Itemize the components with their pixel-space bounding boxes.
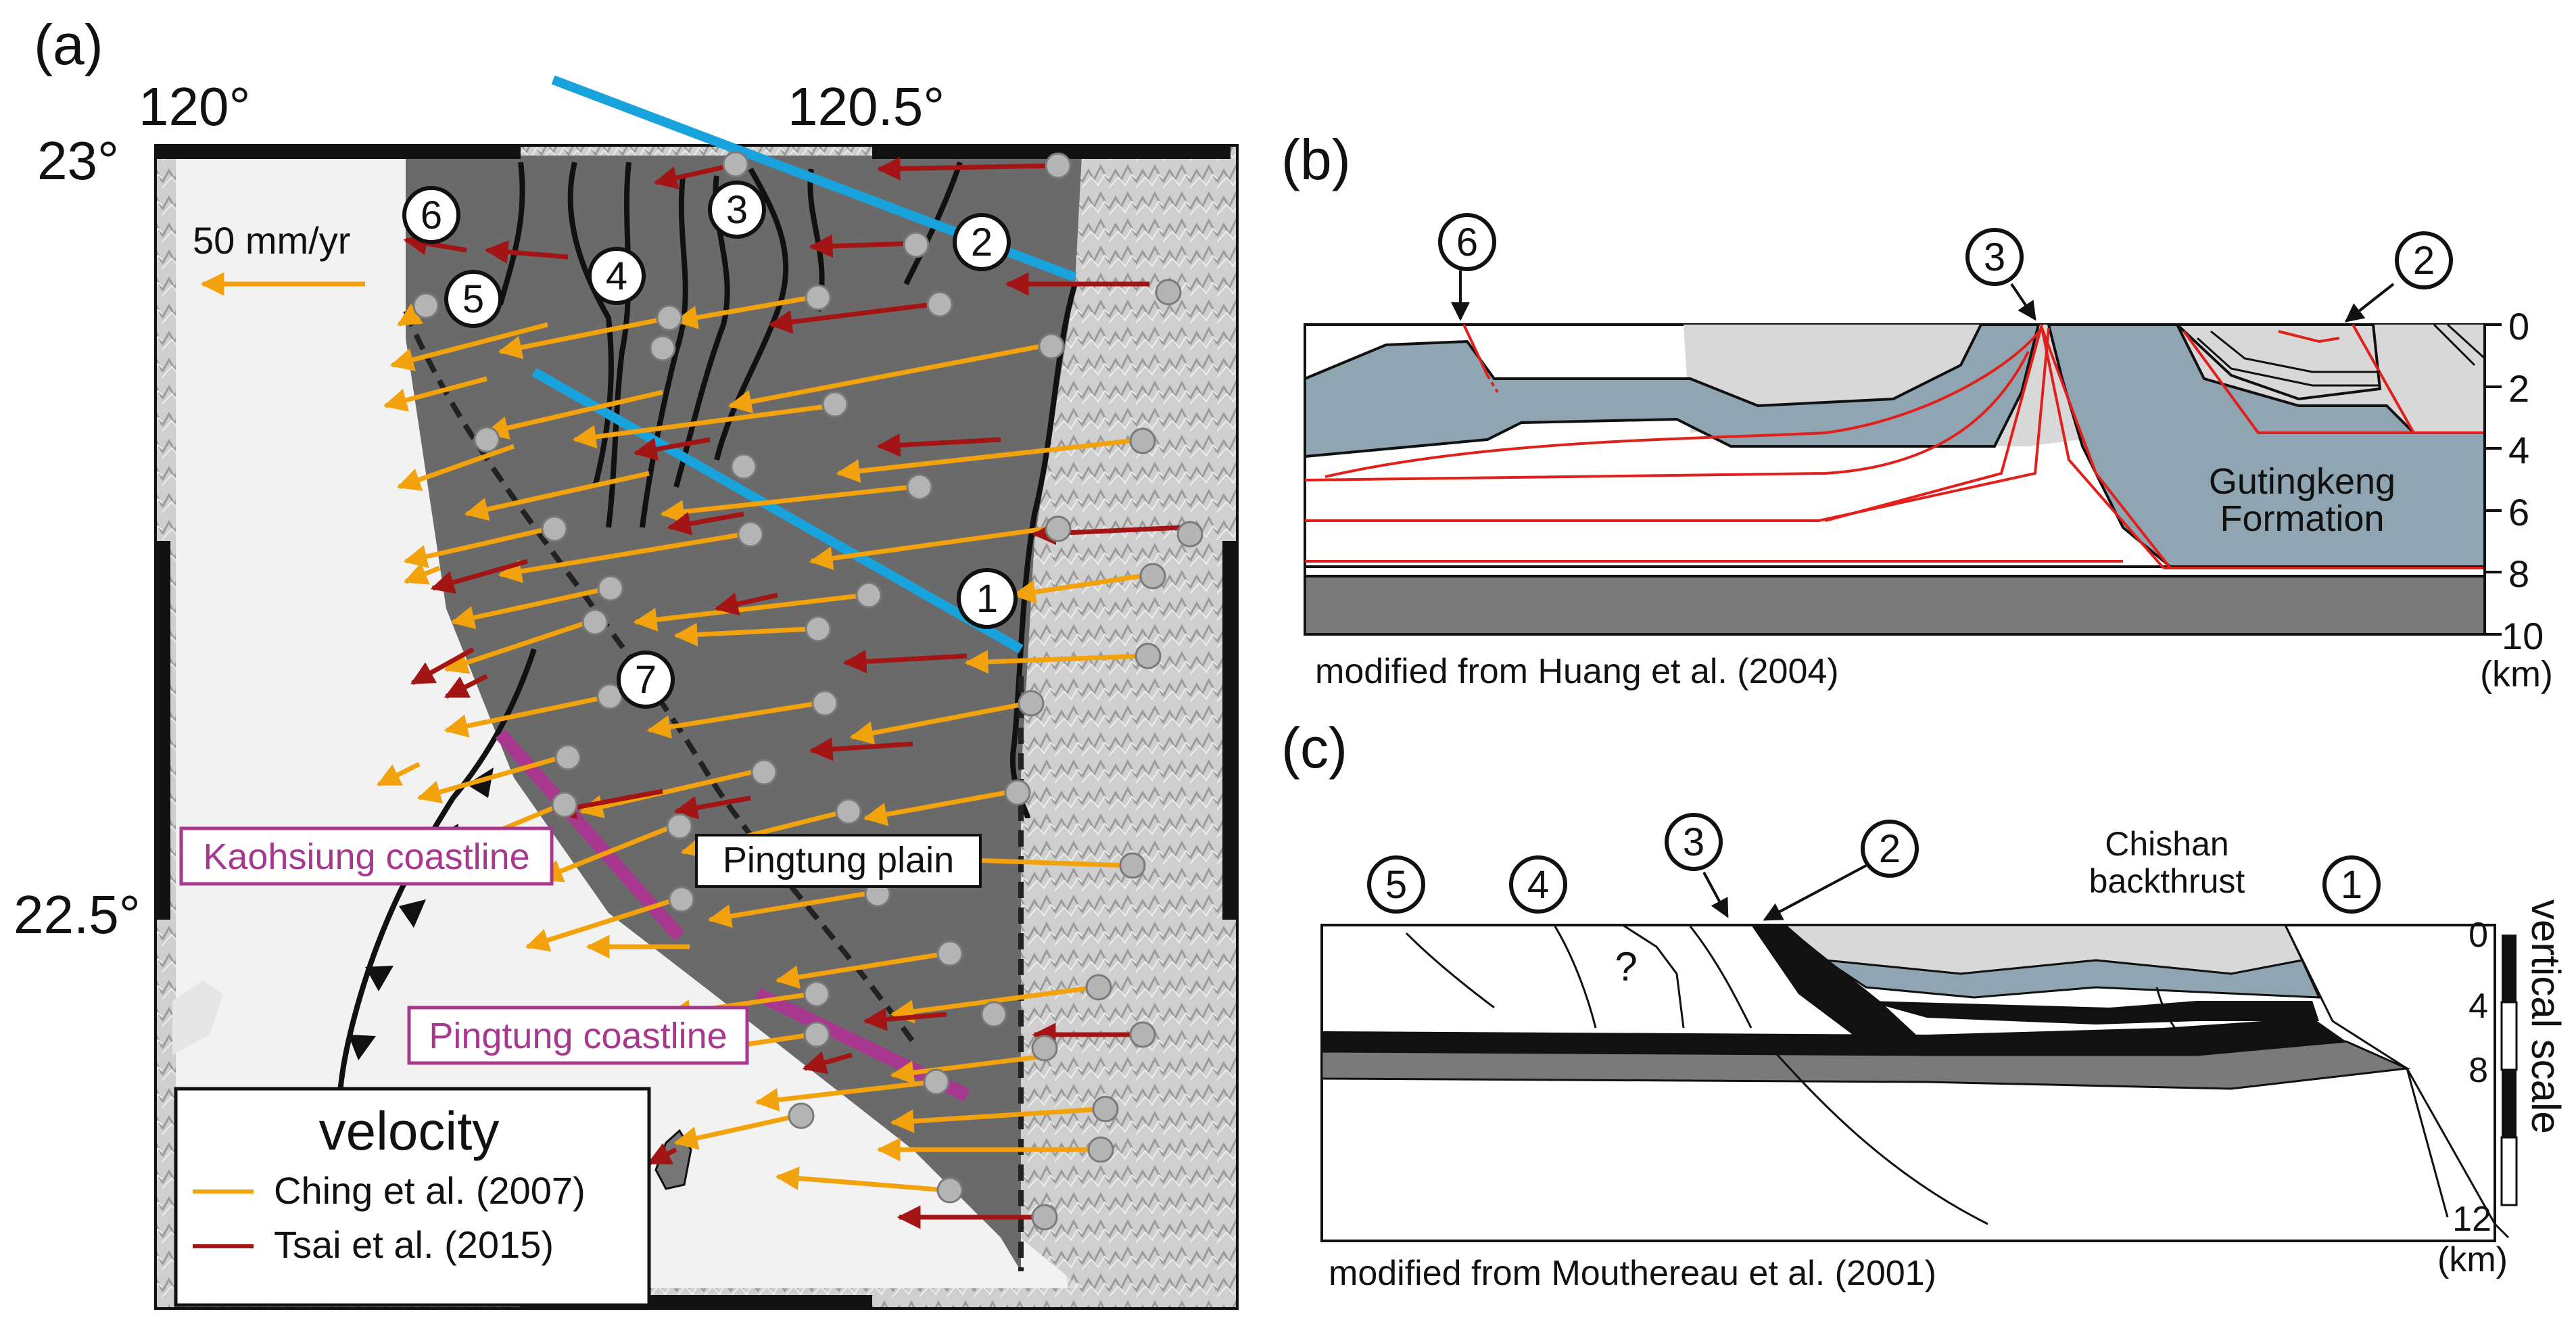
- panel-b: (b): [1281, 128, 2553, 694]
- svg-text:1: 1: [976, 577, 998, 621]
- depth-unit-b: (km): [2480, 654, 2553, 694]
- section-c-marker-1: 1: [2322, 855, 2381, 914]
- profile-line-c: [531, 367, 1024, 654]
- section-c: [1320, 924, 2510, 1242]
- chishan-label-2: backthrust: [2089, 862, 2245, 900]
- section-b-marker-3: 3: [1965, 228, 2036, 321]
- gps-stations: [412, 151, 1203, 1231]
- credit-b: modified from Huang et al. (2004): [1315, 652, 1839, 691]
- map-marker-1: 1: [957, 568, 1018, 629]
- question-mark: ?: [1615, 944, 1637, 989]
- depth-tick-10: 10: [2502, 615, 2544, 657]
- map-marker-4: 4: [588, 247, 646, 305]
- kaohsiung-coastline-label: Kaohsiung coastline: [179, 826, 554, 886]
- panel-a-label: (a): [34, 13, 103, 76]
- pingtung-plain-label: Pingtung plain: [695, 834, 982, 888]
- map-marker-3: 3: [708, 181, 766, 239]
- svg-text:5: 5: [1385, 863, 1407, 907]
- svg-text:6: 6: [421, 193, 442, 237]
- svg-text:5: 5: [462, 277, 484, 321]
- svg-text:4: 4: [606, 254, 627, 298]
- velocity-legend: velocity Ching et al. (2007) Tsai et al.…: [174, 1087, 651, 1307]
- svg-text:6: 6: [1456, 220, 1478, 264]
- map-marker-6: 6: [402, 186, 460, 244]
- svg-text:3: 3: [726, 188, 748, 232]
- panel-c: (c): [1281, 716, 2569, 1293]
- lat-label-22-5: 22.5°: [14, 885, 141, 945]
- lon-label-120-5: 120.5°: [788, 76, 945, 137]
- section-c-marker-2: 2: [1763, 820, 1919, 921]
- map-markers: 1 2 3 4 5 6 7: [402, 181, 1018, 709]
- panel-b-label: (b): [1281, 128, 1351, 191]
- map-marker-5: 5: [444, 270, 502, 328]
- svg-text:2: 2: [1879, 827, 1901, 871]
- panel-a: (a) 120° 120.5° 23° 22.5°: [14, 13, 1239, 1310]
- svg-text:7: 7: [635, 658, 657, 702]
- scale-label: 50 mm/yr: [193, 219, 350, 262]
- vscale-tick-8: 8: [2468, 1051, 2488, 1090]
- svg-text:3: 3: [1984, 235, 2005, 279]
- svg-text:1: 1: [2341, 863, 2362, 907]
- svg-text:Kaohsiung coastline: Kaohsiung coastline: [203, 836, 529, 877]
- vscale-unit: (km): [2437, 1240, 2508, 1279]
- map-marker-2: 2: [953, 213, 1011, 271]
- depth-tick-8: 8: [2508, 552, 2529, 595]
- velocity-vectors-ching: [376, 295, 1150, 1193]
- section-b: [1304, 323, 2486, 636]
- svg-text:3: 3: [1683, 820, 1704, 864]
- chishan-label-1: Chishan: [2105, 825, 2228, 863]
- vscale-title: vertical scale: [2523, 899, 2569, 1134]
- gutingkeng-label-2: Formation: [2220, 498, 2384, 539]
- vscale-tick-12: 12: [2452, 1200, 2491, 1239]
- vscale-tick-0: 0: [2468, 916, 2488, 955]
- legend-entry-ching: Ching et al. (2007): [274, 1169, 586, 1212]
- svg-text:2: 2: [971, 220, 993, 264]
- svg-text:2: 2: [2413, 239, 2435, 283]
- panel-c-label: (c): [1281, 716, 1347, 780]
- lat-label-23: 23°: [37, 131, 119, 191]
- pingtung-coastline-label: Pingtung coastline: [407, 1006, 749, 1065]
- depth-tick-6: 6: [2508, 491, 2529, 534]
- svg-text:Pingtung plain: Pingtung plain: [723, 840, 954, 880]
- svg-text:Pingtung coastline: Pingtung coastline: [429, 1016, 727, 1056]
- depth-axis-b: [2483, 323, 2502, 636]
- section-b-marker-6: 6: [1438, 213, 1496, 321]
- section-b-marker-2: 2: [2344, 231, 2453, 323]
- depth-tick-4: 4: [2508, 429, 2529, 471]
- velocity-vectors-tsai: [403, 156, 1184, 1229]
- map-marker-7: 7: [617, 651, 675, 709]
- svg-text:4: 4: [1527, 863, 1549, 907]
- vscale-tick-4: 4: [2468, 987, 2488, 1026]
- legend-entry-tsai: Tsai et al. (2015): [274, 1223, 554, 1266]
- lon-label-120: 120°: [139, 76, 250, 137]
- section-c-marker-5: 5: [1367, 855, 1425, 914]
- legend-title: velocity: [319, 1101, 500, 1161]
- depth-tick-0: 0: [2508, 305, 2529, 348]
- gutingkeng-label-1: Gutingkeng: [2209, 461, 2395, 502]
- credit-c: modified from Mouthereau et al. (2001): [1329, 1254, 1936, 1293]
- vertical-scale: [2500, 935, 2518, 1206]
- sea-area: [176, 156, 1082, 1288]
- dashed-fault-7: [403, 310, 915, 1043]
- section-c-marker-4: 4: [1509, 855, 1567, 914]
- section-c-marker-3: 3: [1665, 813, 1729, 918]
- depth-tick-2: 2: [2508, 367, 2529, 410]
